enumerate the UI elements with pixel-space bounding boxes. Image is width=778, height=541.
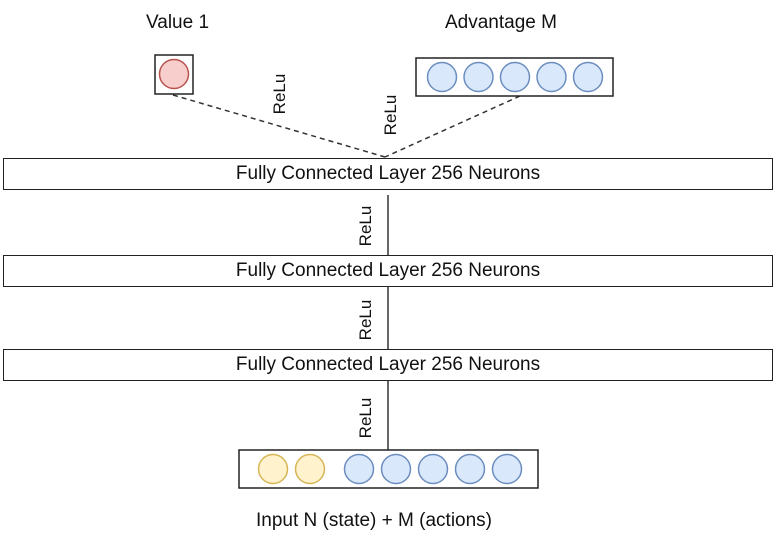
advantage-branch-connector <box>384 95 521 158</box>
fc-layer-2: Fully Connected Layer 256 Neurons <box>3 255 773 287</box>
advantage-neuron <box>463 61 494 93</box>
value-neuron <box>158 58 190 90</box>
action-neuron <box>380 453 412 485</box>
advantage-neuron <box>572 61 604 93</box>
action-neuron <box>454 453 486 485</box>
advantage-output-label: Advantage M <box>445 12 557 33</box>
input-layer3-activation: ReLu <box>356 397 375 439</box>
action-neuron <box>417 453 449 485</box>
layer2-layer3-activation: ReLu <box>356 299 375 341</box>
action-neuron <box>343 453 375 485</box>
state-neuron <box>294 453 326 485</box>
value-branch-connector <box>172 94 386 158</box>
advantage-neuron <box>426 61 458 93</box>
value-branch-activation: ReLu <box>270 73 289 115</box>
advantage-neuron <box>499 61 531 93</box>
layer1-layer2-activation: ReLu <box>356 205 375 247</box>
fc-layer-1: Fully Connected Layer 256 Neurons <box>3 158 773 190</box>
value-output-label: Value 1 <box>146 12 210 33</box>
action-neuron <box>491 453 523 485</box>
advantage-branch-activation: ReLu <box>381 94 400 136</box>
fc-layer-3: Fully Connected Layer 256 Neurons <box>3 349 773 381</box>
state-neuron <box>257 453 289 485</box>
advantage-neuron <box>536 61 567 93</box>
input-label: Input N (state) + M (actions) <box>256 510 492 531</box>
